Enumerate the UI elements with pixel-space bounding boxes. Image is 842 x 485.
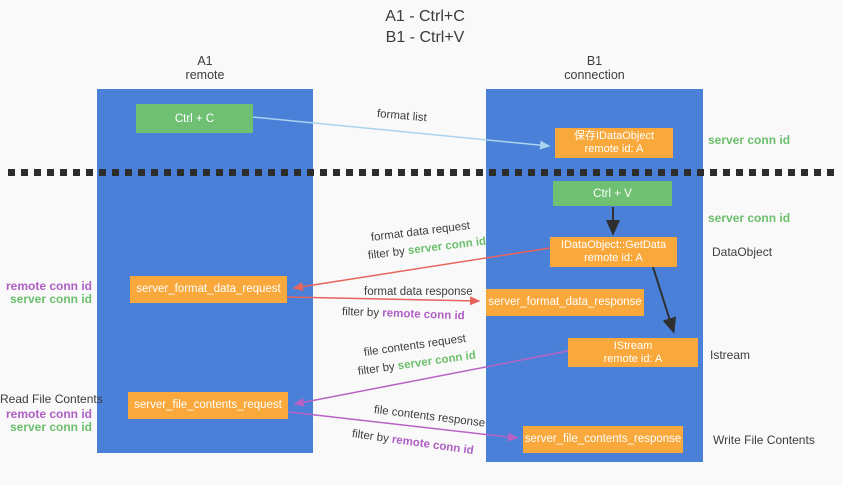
- node-istream-line1: IStream: [613, 339, 653, 352]
- node-save-idataobject: 保存IDataObject remote id: A: [555, 128, 673, 158]
- istream-annotation: Istream: [710, 348, 751, 362]
- server-conn-id-annotation-mid: server conn id: [708, 211, 791, 225]
- format-data-response-label: format data response: [364, 286, 473, 298]
- server-format-data-request-label: server_format_data_request: [136, 283, 281, 295]
- title-line-2: B1 - Ctrl+V: [385, 29, 465, 46]
- node-istream-line2: remote id: A: [603, 352, 663, 365]
- file-contents-response-label: file contents response: [373, 404, 486, 430]
- lane-a1-role: remote: [185, 68, 225, 82]
- remote-conn-id-text: remote conn id: [391, 433, 475, 458]
- title-line-1: A1 - Ctrl+C: [385, 8, 465, 25]
- node-server-file-contents-request: server_file_contents_request: [128, 392, 288, 419]
- server-file-contents-request-label: server_file_contents_request: [134, 399, 282, 411]
- node-ctrl-c: Ctrl + C: [136, 104, 253, 133]
- format-data-response-filter-label: filter by remote conn id: [342, 306, 465, 322]
- server-conn-id-annotation-left-mid: server conn id: [9, 292, 92, 306]
- lane-b1-id: B1: [586, 54, 603, 68]
- server-conn-id-annotation-left-bottom: server conn id: [9, 420, 92, 434]
- filter-by-text: filter by: [367, 245, 406, 262]
- node-ctrl-v-label: Ctrl + V: [593, 187, 632, 200]
- lane-header-a1: A1 remote: [97, 54, 313, 82]
- node-istream: IStream remote id: A: [568, 338, 698, 367]
- read-file-contents-annotation: Read File Contents: [0, 392, 103, 406]
- lane-b1-role: connection: [564, 68, 625, 82]
- filter-by-text: filter by: [351, 428, 390, 446]
- server-conn-id-text: server conn id: [397, 349, 477, 373]
- node-getdata-line2: remote id: A: [584, 252, 643, 264]
- file-contents-response-filter-label: filter by remote conn id: [351, 428, 474, 457]
- server-format-data-response-label: server_format_data_response: [488, 296, 642, 308]
- node-getdata-line1: IDataObject::GetData: [560, 239, 667, 251]
- node-server-format-data-response: server_format_data_response: [486, 289, 644, 316]
- remote-conn-id-annotation-left-mid: remote conn id: [5, 279, 92, 293]
- diagram-title: A1 - Ctrl+C B1 - Ctrl+V: [280, 6, 570, 48]
- node-server-format-data-request: server_format_data_request: [130, 276, 287, 303]
- filter-by-text: filter by: [341, 306, 380, 320]
- server-conn-id-text: server conn id: [407, 235, 487, 258]
- node-server-file-contents-response: server_file_contents_response: [523, 426, 683, 453]
- node-save-idataobject-line2: remote id: A: [584, 143, 644, 155]
- lane-a1-id: A1: [197, 54, 213, 68]
- filter-by-text: filter by: [357, 360, 396, 378]
- write-file-contents-annotation: Write File Contents: [713, 433, 815, 447]
- node-ctrl-v: Ctrl + V: [553, 181, 672, 206]
- server-conn-id-annotation-top: server conn id: [708, 133, 791, 147]
- node-idataobject-getdata: IDataObject::GetData remote id: A: [550, 237, 677, 267]
- dotted-divider: [8, 169, 836, 176]
- server-file-contents-response-label: server_file_contents_response: [524, 433, 682, 445]
- lane-header-b1: B1 connection: [486, 54, 703, 82]
- node-ctrl-c-label: Ctrl + C: [174, 112, 215, 125]
- dataobject-annotation: DataObject: [712, 245, 773, 259]
- remote-conn-id-text: remote conn id: [382, 307, 465, 323]
- remote-conn-id-annotation-left-bottom: remote conn id: [5, 407, 92, 421]
- node-save-idataobject-line1: 保存IDataObject: [573, 130, 655, 142]
- format-list-label: format list: [376, 108, 428, 125]
